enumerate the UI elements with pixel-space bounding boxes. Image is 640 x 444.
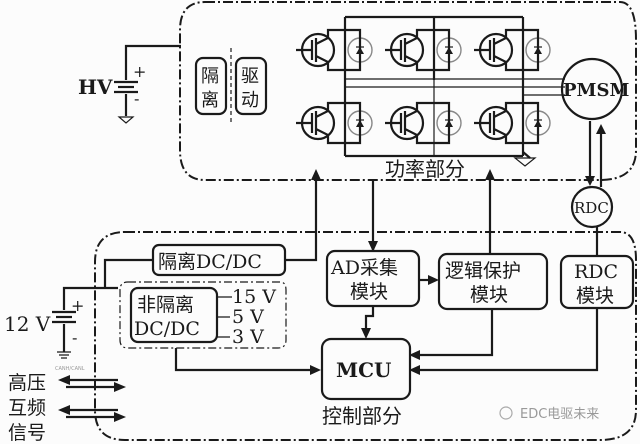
isolation-box xyxy=(194,56,228,116)
non-isolated-label-2: DC/DC xyxy=(134,318,200,340)
igbt-switch xyxy=(296,101,345,145)
voltage-15v: 15 V xyxy=(232,286,276,308)
freewheel-diode xyxy=(523,28,551,72)
hv-signal-label-1: 高压 xyxy=(8,372,46,394)
hv-label: HV xyxy=(78,75,113,99)
12v-plus-sign: + xyxy=(71,296,84,315)
pmsm-label: PMSM xyxy=(563,80,629,101)
rdc-sensor xyxy=(570,185,614,229)
non-isolated-label-1: 非隔离 xyxy=(137,294,194,316)
power-section-label: 功率部分 xyxy=(385,157,465,181)
control-section-boundary xyxy=(94,231,637,441)
logic-protection-label-2: 模块 xyxy=(470,284,508,306)
control-section-label: 控制部分 xyxy=(322,404,402,428)
logic-protection-label-1: 逻辑保护 xyxy=(445,260,521,282)
non-isolated-group-boundary xyxy=(119,281,287,349)
hv-signal-label-3: 信号 xyxy=(8,422,46,444)
igbt-switch xyxy=(474,28,523,72)
watermark: EDC电驱未来 xyxy=(499,406,599,422)
rdc-sensor-label: RDC xyxy=(574,199,609,217)
hv-signal-arrows xyxy=(58,375,126,422)
driver-label-2: 动 xyxy=(241,90,259,111)
voltage-3v: 3 V xyxy=(232,326,264,348)
rdc-module-label-1: RDC xyxy=(574,261,618,283)
ad-module-label-1: AD采集 xyxy=(330,257,398,279)
freewheel-diode xyxy=(434,28,462,72)
freewheel-diode xyxy=(345,28,373,72)
hv-battery: HV + - xyxy=(78,44,181,124)
igbt-switch xyxy=(296,28,345,72)
pmsm-motor xyxy=(560,57,624,121)
isolation-label-2: 离 xyxy=(201,90,219,111)
ad-module-label-2: 模块 xyxy=(350,281,388,303)
hv-signal-label-2: 互频 xyxy=(8,397,46,419)
12v-minus-sign: - xyxy=(72,328,77,347)
12v-label: 12 V xyxy=(4,312,51,336)
igbt-switch xyxy=(385,28,434,72)
voltage-5v: 5 V xyxy=(232,306,264,328)
freewheel-diode xyxy=(523,101,551,145)
isolation-label-1: 隔 xyxy=(201,66,219,87)
rdc-module-label-2: 模块 xyxy=(576,285,614,307)
igbt-switch xyxy=(385,101,434,145)
driver-label-1: 驱 xyxy=(241,66,259,87)
igbt-switch xyxy=(474,101,523,145)
mcu-box xyxy=(320,337,412,401)
watermark-text: EDC电驱未来 xyxy=(520,407,599,422)
driver-box xyxy=(234,56,268,116)
wechat-icon xyxy=(499,406,513,420)
mcu-label: MCU xyxy=(336,358,392,382)
freewheel-diode xyxy=(434,101,462,145)
non-isolated-dcdc-box xyxy=(129,286,219,344)
can-label: CANH/CANL xyxy=(55,366,85,372)
hv-minus-sign: - xyxy=(134,89,139,108)
power-section-boundary xyxy=(179,1,637,181)
ground-symbol xyxy=(513,157,537,167)
hv-plus-sign: + xyxy=(133,62,146,81)
12v-battery: 12 V + - xyxy=(4,286,118,359)
isolated-dcdc-label: 隔离DC/DC xyxy=(158,251,262,273)
freewheel-diode xyxy=(345,101,373,145)
